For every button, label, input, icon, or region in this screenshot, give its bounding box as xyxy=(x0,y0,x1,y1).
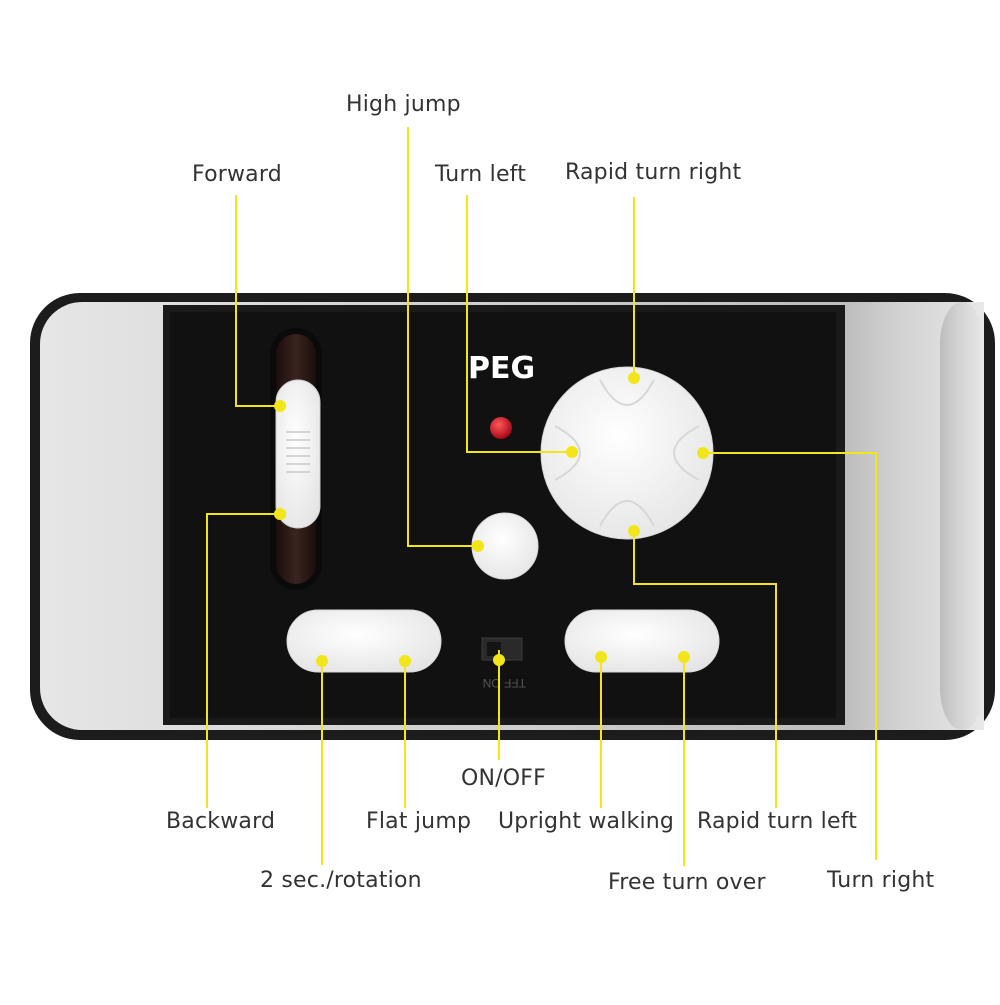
callout-dot-upright-walking xyxy=(595,651,607,663)
callout-dot-high-jump xyxy=(472,540,484,552)
label-turn-right: Turn right xyxy=(827,868,935,893)
callout-lines xyxy=(206,127,877,866)
callout-dot-on-off xyxy=(493,654,505,666)
callout-dot-backward xyxy=(274,508,286,520)
callout-dot-rotation xyxy=(316,655,328,667)
label-upright-walking: Upright walking xyxy=(498,809,675,834)
label-high-jump: High jump xyxy=(346,92,461,117)
callout-dot-turn-right xyxy=(697,447,709,459)
callout-line-turn-left xyxy=(466,195,572,453)
slider-knob[interactable] xyxy=(275,379,321,529)
callout-line-high-jump xyxy=(407,127,478,547)
label-rotation: 2 sec./rotation xyxy=(260,868,422,893)
callout-dot-forward xyxy=(274,400,286,412)
callout-line-turn-right xyxy=(703,452,877,860)
callout-dot-free-turn-over xyxy=(678,651,690,663)
power-switch[interactable]: TFF ON xyxy=(481,637,526,690)
flat-jump-rotation-button[interactable] xyxy=(286,609,442,673)
switch-markings: TFF ON xyxy=(483,676,526,690)
brand-logo: PEG xyxy=(468,351,535,386)
label-on-off: ON/OFF xyxy=(461,766,547,791)
slider-grip xyxy=(286,431,310,473)
switch-toggle[interactable] xyxy=(487,642,501,656)
label-forward: Forward xyxy=(192,162,282,187)
label-turn-left: Turn left xyxy=(435,162,527,187)
forward-backward-slider[interactable] xyxy=(270,328,322,590)
label-backward: Backward xyxy=(166,809,276,834)
callout-line-forward xyxy=(235,195,280,407)
callout-dot-turn-left xyxy=(566,446,578,458)
label-free-turn-over: Free turn over xyxy=(608,870,766,895)
label-rapid-turn-left: Rapid turn left xyxy=(697,809,858,834)
callout-dots xyxy=(274,372,709,667)
callout-dot-rapid-turn-right xyxy=(628,372,640,384)
callout-line-rapid-turn-left xyxy=(633,531,777,808)
label-rapid-turn-right: Rapid turn right xyxy=(565,160,742,185)
power-led xyxy=(490,417,512,439)
direction-pad[interactable] xyxy=(540,366,714,540)
dpad-cross-relief xyxy=(554,379,700,527)
callout-line-backward xyxy=(206,513,280,808)
label-flat-jump: Flat jump xyxy=(366,809,472,834)
walking-turnover-button[interactable] xyxy=(564,609,720,673)
callout-dot-rapid-turn-left xyxy=(628,525,640,537)
callout-dot-flat-jump xyxy=(399,655,411,667)
